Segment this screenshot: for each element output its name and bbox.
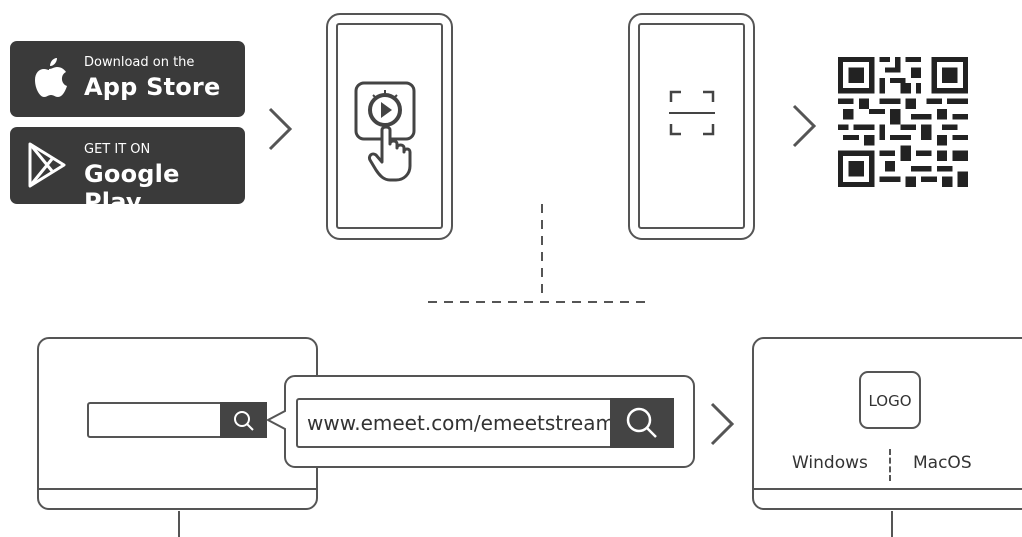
chevron-right-icon: [710, 402, 735, 446]
app-store-badge[interactable]: Download on the App Store: [10, 41, 245, 117]
search-button[interactable]: [220, 402, 267, 438]
emeet-stream-app-icon: [354, 81, 416, 182]
chevron-right-icon: [792, 104, 817, 148]
qr-scan-frame-icon: [669, 90, 715, 136]
platform-macos: MacOS: [913, 453, 972, 473]
google-play-small-text: GET IT ON: [84, 142, 151, 157]
google-play-icon: [28, 142, 66, 188]
app-store-big-text: App Store: [84, 73, 221, 101]
app-logo-box[interactable]: LOGO: [859, 371, 921, 429]
monitor-app: [752, 337, 1022, 510]
hand-pointer-icon: [368, 125, 412, 182]
app-logo-text: LOGO: [868, 392, 912, 410]
qr-code: [838, 57, 968, 187]
platform-windows: Windows: [792, 453, 868, 473]
google-play-big-text: Google Play: [84, 160, 180, 216]
phone-scan: [628, 13, 755, 240]
url-search-button[interactable]: [610, 398, 674, 448]
platform-divider: [889, 449, 891, 481]
google-play-badge[interactable]: GET IT ON Google Play: [10, 127, 245, 216]
app-store-small-text: Download on the: [84, 55, 195, 70]
url-text: www.emeet.com/emeetstream: [307, 411, 615, 435]
search-icon: [626, 407, 657, 438]
search-icon: [234, 411, 254, 431]
apple-logo-icon: [35, 58, 67, 97]
chevron-right-icon: [268, 107, 293, 151]
divider-dashed: [428, 204, 652, 303]
phone-app: [326, 13, 453, 240]
